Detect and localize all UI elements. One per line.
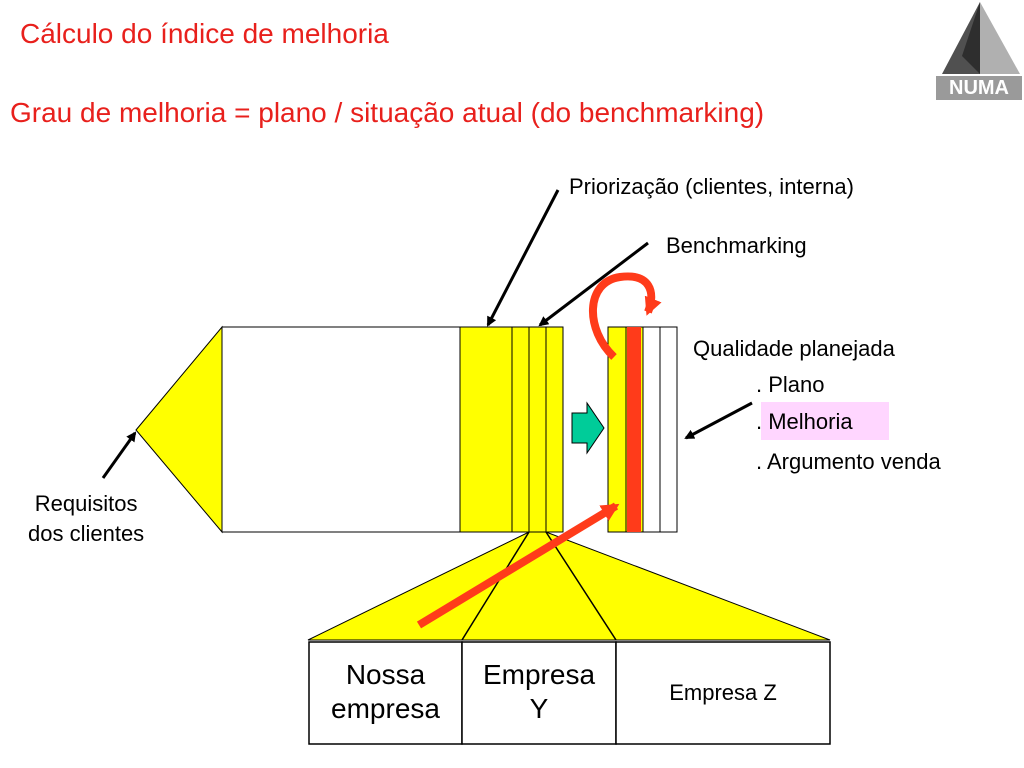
label-melhoria: . Melhoria [756, 409, 853, 434]
text-empresa-z: Empresa Z [669, 680, 777, 705]
box-empresa-z [615, 641, 831, 745]
benchmark-column-2 [528, 326, 547, 533]
label-requisitos: Requisitos dos clientes [28, 489, 144, 548]
green-arrow-icon [571, 401, 605, 455]
label-requisitos-line1: Requisitos [34, 491, 138, 516]
fan-divider-2 [545, 531, 617, 641]
text-nossa-line1: Nossa [345, 659, 426, 690]
text-empresa-y-line1: Empresa [482, 659, 596, 690]
arrow-qualidade [684, 401, 753, 440]
requirements-triangle [135, 325, 223, 534]
label-requisitos-line2: dos clientes [28, 520, 145, 546]
page-title: Cálculo do índice de melhoria [20, 18, 389, 49]
label-benchmarking: Benchmarking [666, 233, 807, 258]
box-nossa-empresa [308, 641, 463, 745]
page-subtitle: Grau de melhoria = plano / situação atua… [10, 97, 765, 128]
improvement-bar [627, 327, 641, 532]
planned-column-4 [659, 326, 678, 533]
benchmark-fan [307, 531, 831, 641]
text-nossa-line2: empresa [331, 692, 440, 724]
label-qualidade-planejada: Qualidade planejada [693, 336, 895, 361]
red-curve-arrow [589, 272, 662, 360]
benchmark-column-3 [545, 326, 564, 533]
arrow-requisitos [101, 431, 137, 479]
arrow-priorizacao [486, 189, 560, 327]
numa-logo-text: NUMA [936, 76, 1022, 100]
main-matrix [221, 326, 461, 533]
text-empresa-y-line2: Y [529, 692, 549, 724]
melhoria-highlight [761, 402, 889, 440]
benchmark-column-1 [511, 326, 530, 533]
text-nossa-empresa: Nossa empresa [309, 658, 462, 725]
numa-logo-icon [942, 2, 1020, 74]
label-plano: . Plano [756, 372, 825, 397]
red-straight-arrow [416, 502, 620, 629]
label-argumento-venda: . Argumento venda [756, 449, 941, 474]
fan-divider-1 [461, 531, 530, 641]
planned-column-3 [642, 326, 661, 533]
text-empresa-y: Empresa Y [462, 658, 616, 725]
prioritization-column [459, 326, 513, 533]
arrow-benchmarking [538, 241, 649, 327]
label-priorizacao: Priorização (clientes, interna) [569, 174, 854, 199]
